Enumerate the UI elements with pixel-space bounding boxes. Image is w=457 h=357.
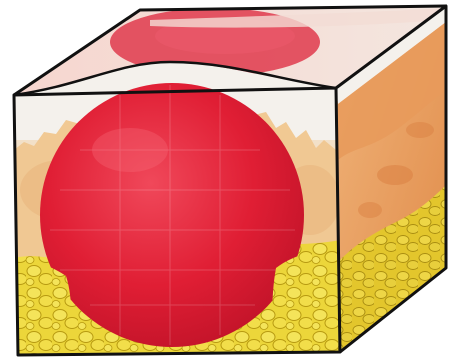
red-sphere-icon	[40, 83, 304, 347]
